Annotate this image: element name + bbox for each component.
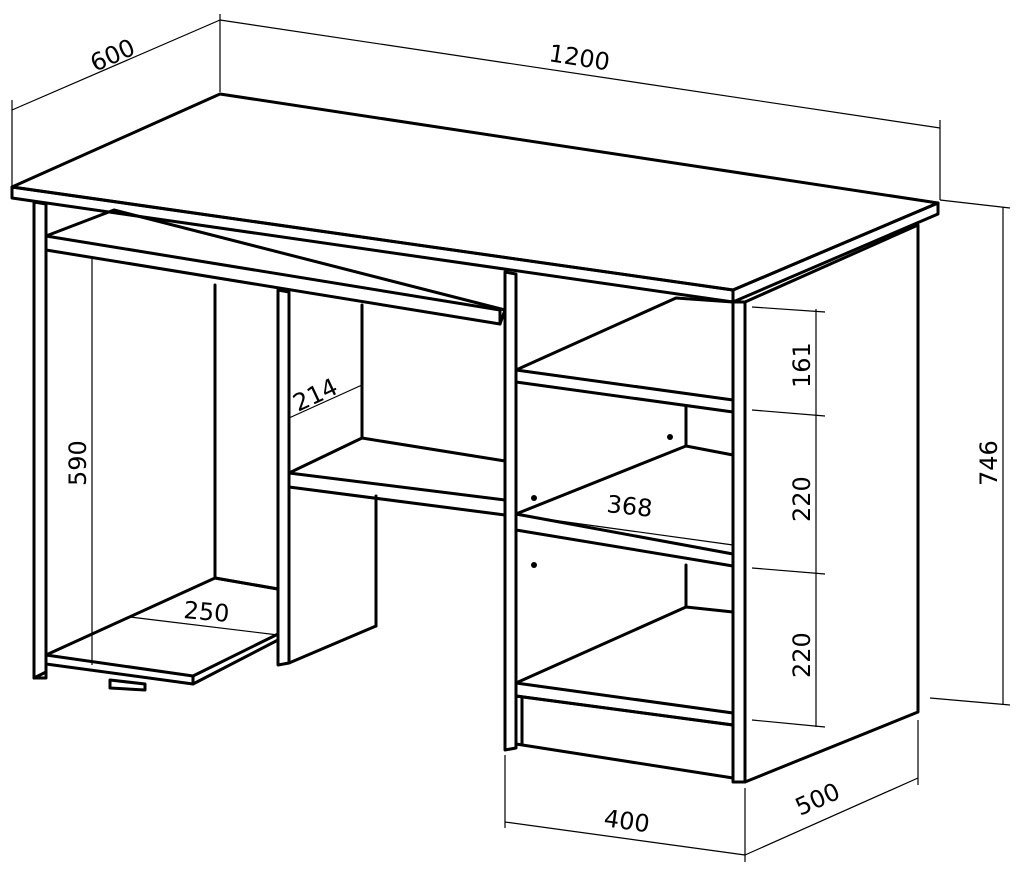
dowel-hole [667, 434, 673, 440]
label-shelf-height-middle: 220 [788, 476, 816, 522]
left-side-panel [32, 200, 48, 680]
dimension-labels: 600 1200 746 590 214 250 368 161 220 220… [64, 33, 1003, 838]
label-shelf-depth-center: 214 [289, 373, 342, 418]
dimension-lines [11, 14, 1011, 862]
center-panel [276, 288, 291, 667]
label-depth-top: 600 [86, 33, 139, 77]
label-foot-shelf-width: 250 [182, 596, 230, 628]
label-shelf-height-top: 161 [788, 342, 816, 388]
dowel-hole [531, 562, 537, 568]
pedestal-plinth [514, 694, 735, 780]
tabletop-front-edge [10, 185, 735, 304]
pedestal-inner-panel [503, 270, 518, 752]
label-height-left-opening: 590 [64, 440, 92, 486]
label-height-total: 746 [975, 440, 1003, 486]
pedestal-shelf-3 [514, 605, 735, 727]
pedestal-shelf-2 [514, 444, 735, 568]
pedestal-outer-panel [731, 300, 747, 784]
label-shelf-height-bottom: 220 [788, 632, 816, 678]
desk-outline [10, 92, 940, 784]
dowel-hole [531, 495, 537, 501]
pedestal-shelf-1 [514, 296, 735, 414]
label-shelf-width-right: 368 [605, 490, 653, 523]
keyboard-tray [44, 208, 507, 326]
tabletop-side-edge [731, 201, 940, 304]
label-pedestal-width: 400 [602, 804, 651, 838]
pedestal-side-panel [743, 223, 920, 784]
